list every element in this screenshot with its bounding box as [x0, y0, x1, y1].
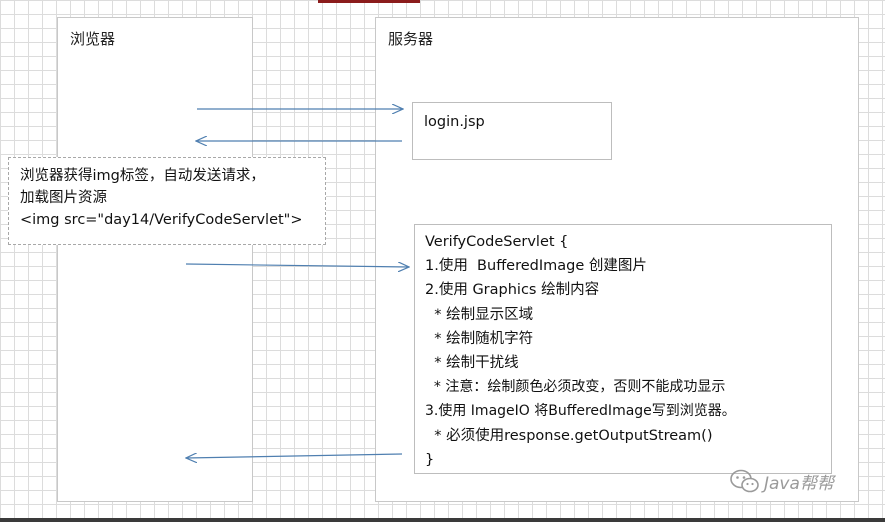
- servlet-line: * 绘制随机字符: [425, 330, 534, 347]
- watermark: Java帮帮: [730, 468, 834, 494]
- request-arrow-servlet: [185, 264, 409, 267]
- note-lines: 浏览器获得img标签，自动发送请求， 加载图片资源 <img src="day1…: [20, 165, 303, 231]
- browser-lane-title: 浏览器: [70, 30, 116, 48]
- note-line: 加载图片资源: [20, 190, 107, 206]
- servlet-line: 2.使用 Graphics 绘制内容: [425, 282, 600, 299]
- watermark-text: Java帮帮: [764, 473, 834, 494]
- servlet-line: * 必须使用response.getOutputStream(): [425, 427, 713, 444]
- server-lane-title: 服务器: [388, 30, 434, 48]
- servlet-line: 3.使用 ImageIO 将BufferedImage写到浏览器。: [425, 403, 736, 420]
- note-line: <img src="day14/VerifyCodeServlet">: [20, 212, 303, 228]
- servlet-line: * 绘制干扰线: [425, 355, 519, 372]
- servlet-line: VerifyCodeServlet {: [425, 234, 569, 250]
- browser-note-box: 浏览器获得img标签，自动发送请求， 加载图片资源 <img src="day1…: [8, 157, 326, 245]
- note-line: 浏览器获得img标签，自动发送请求，: [20, 168, 265, 184]
- verify-code-servlet-box: VerifyCodeServlet { 1.使用 BufferedImage 创…: [414, 224, 832, 474]
- servlet-line: * 绘制显示区域: [425, 306, 534, 323]
- top-accent-bar: [318, 0, 420, 3]
- bottom-border: [0, 518, 885, 522]
- login-jsp-label: login.jsp: [424, 114, 485, 130]
- response-arrow-servlet: [186, 454, 403, 458]
- servlet-line: * 注意：绘制颜色必须改变，否则不能成功显示: [425, 379, 726, 396]
- servlet-line: 1.使用 BufferedImage 创建图片: [425, 258, 647, 275]
- servlet-line: }: [425, 451, 435, 468]
- servlet-code-lines: VerifyCodeServlet { 1.使用 BufferedImage 创…: [425, 230, 736, 472]
- wechat-icon: [730, 469, 759, 493]
- browser-lane: [57, 17, 253, 502]
- login-jsp-box: login.jsp: [412, 102, 612, 160]
